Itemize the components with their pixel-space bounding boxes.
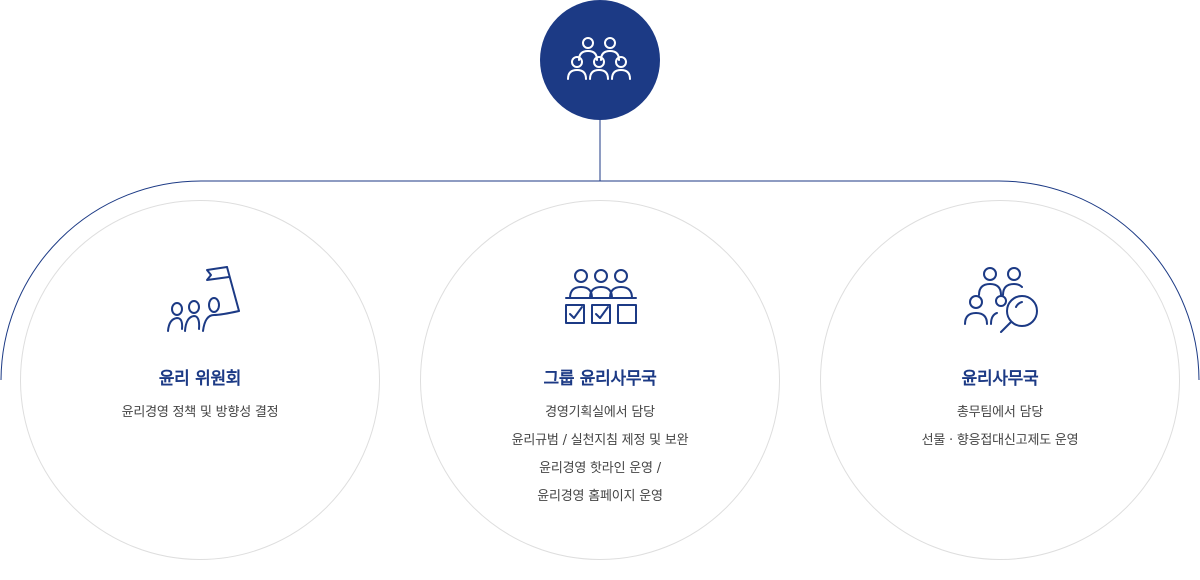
card-line: 윤리경영 핫라인 운영 / [539, 461, 661, 476]
card-group-ethics-office: 그룹 윤리사무국 경영기획실에서 담당 윤리규범 / 실천지침 제정 및 보완 … [420, 200, 780, 560]
card-ethics-office: 윤리사무국 총무팀에서 담당 선물 · 향응접대신고제도 운영 [820, 200, 1180, 560]
card-ethics-committee: 윤리 위원회 윤리경영 정책 및 방향성 결정 [20, 200, 380, 560]
card-line: 경영기획실에서 담당 [545, 405, 655, 420]
flag-group-icon [167, 266, 240, 332]
card-description: 총무팀에서 담당 선물 · 향응접대신고제도 운영 [821, 399, 1179, 455]
card-line: 선물 · 향응접대신고제도 운영 [921, 433, 1079, 448]
card-line: 윤리경영 정책 및 방향성 결정 [121, 405, 279, 420]
card-title: 윤리 위원회 [158, 369, 242, 389]
card-title: 그룹 윤리사무국 [543, 369, 657, 389]
card-description: 윤리경영 정책 및 방향성 결정 [21, 399, 379, 427]
card-line: 윤리경영 홈페이지 운영 [537, 489, 663, 504]
people-search-icon [964, 267, 1038, 333]
people-group-icon [567, 37, 631, 80]
card-description: 경영기획실에서 담당 윤리규범 / 실천지침 제정 및 보완 윤리경영 핫라인 … [421, 399, 779, 511]
connector-bracket [0, 180, 1200, 381]
people-checklist-icon [565, 269, 637, 324]
top-node-circle [540, 0, 660, 120]
card-title: 윤리사무국 [961, 369, 1039, 389]
card-line: 총무팀에서 담당 [956, 405, 1044, 420]
card-line: 윤리규범 / 실천지침 제정 및 보완 [511, 433, 689, 448]
